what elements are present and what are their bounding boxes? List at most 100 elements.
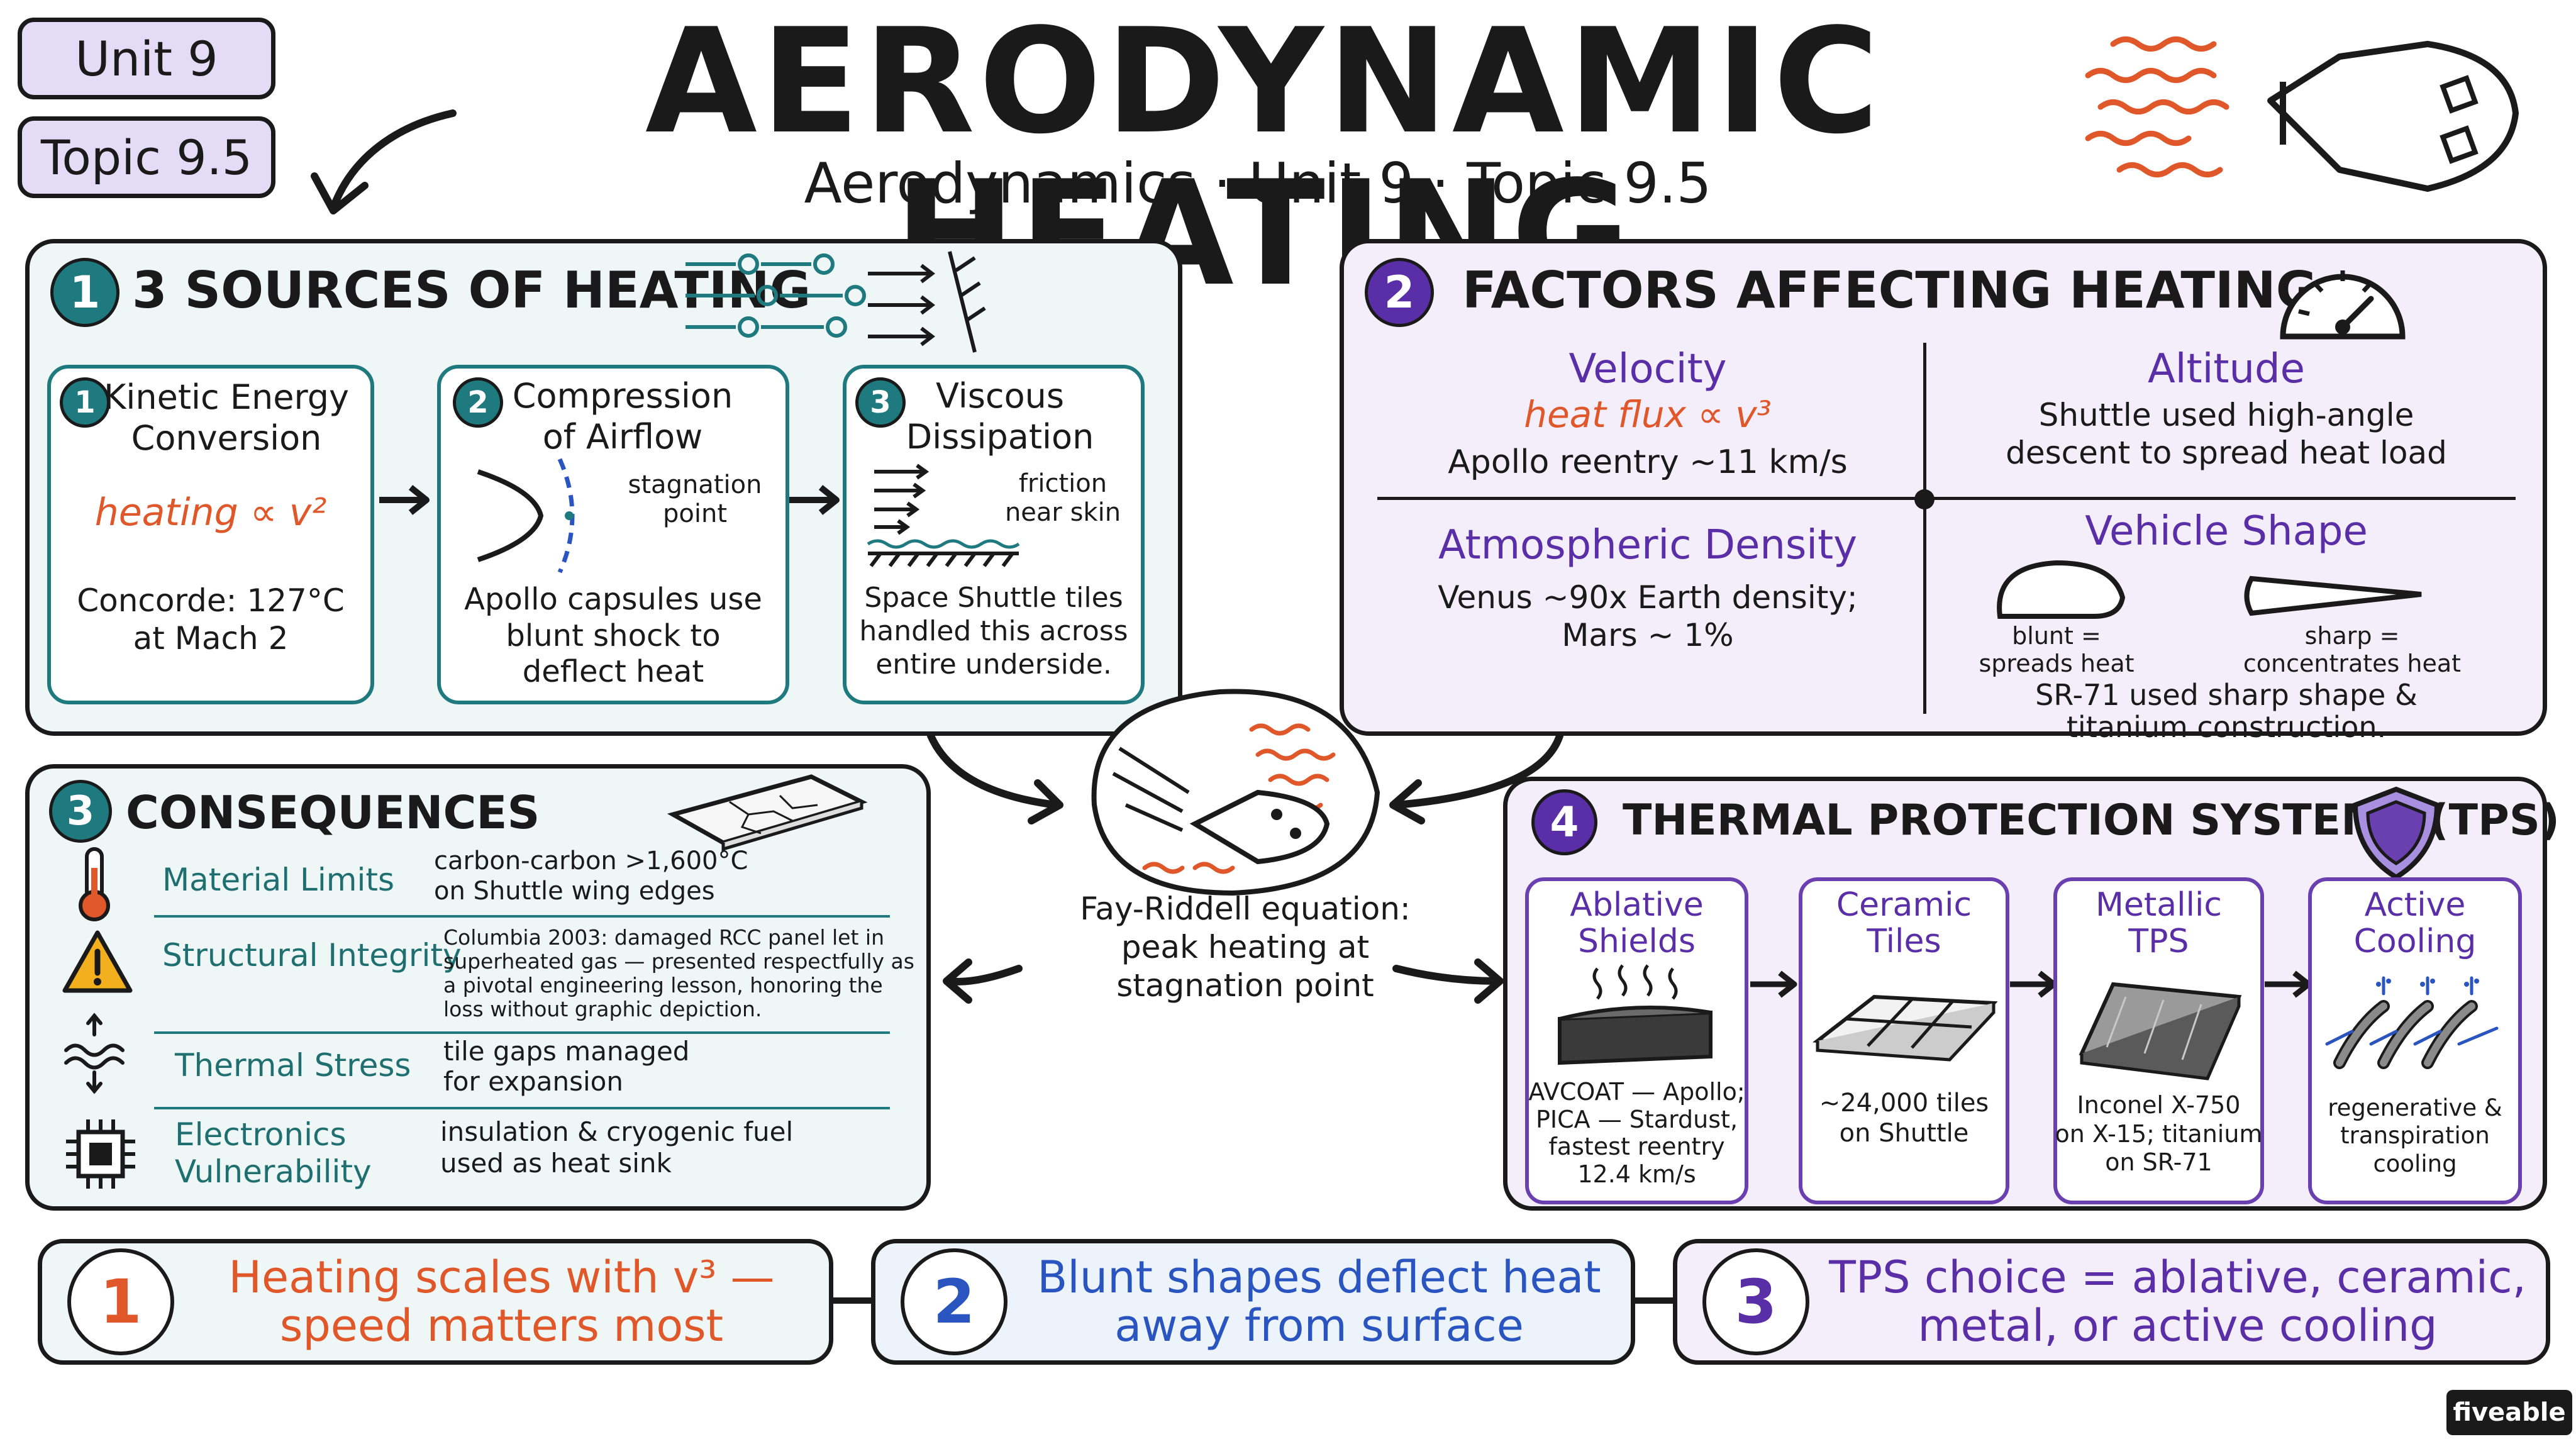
compression-note: Apollo capsules use blunt shock to defle… [447,582,780,691]
stagnation-label-line2: point [662,499,727,528]
electronics-text: insulation & cryogenic fuel used as heat… [440,1116,793,1180]
kinetic-note-line1: Concorde: 127°C [77,582,345,619]
fay-riddell-caption: Fay-Riddell equation: peak heating at st… [1044,890,1446,1005]
ceramic-title-line1: Ceramic [1836,886,1972,924]
thermal-stress-label: Thermal Stress [175,1047,411,1084]
stagnation-label-line1: stagnation [628,470,762,499]
compression-card-number: 2 [453,377,503,428]
thermometer-icon [79,847,110,921]
ceramic-tiles-icon [1812,994,1998,1062]
blunt-body-icon [1997,560,2126,619]
section-3-number: 3 [49,780,112,843]
active-cooling-note: regenerative & transpiration cooling [2308,1094,2522,1178]
warning-icon [62,930,133,993]
altitude-note: Shuttle used high-angle descent to sprea… [1931,396,2522,472]
density-note: Venus ~90x Earth density; Mars ~ 1% [1377,579,1918,654]
compression-note-line2: blunt shock to [506,618,721,653]
material-limits-text: carbon-carbon >1,600°C on Shuttle wing e… [434,846,748,906]
takeaway-3-number: 3 [1702,1248,1809,1355]
topic-badge: Topic 9.5 [18,116,275,198]
material-limits-line2: on Shuttle wing edges [434,877,715,906]
sharp-label-line2: concentrates heat [2243,649,2462,677]
metal-plate-icon [2079,982,2242,1080]
unit-badge-label: Unit 9 [75,30,218,87]
flow-arrow-icon [789,485,840,515]
structural-integrity-label: Structural Integrity [162,937,462,974]
vehicle-shape-note-line2: titanium construction. [2066,709,2387,744]
skin-friction-icon [867,464,1020,567]
sharp-body-icon [2244,575,2422,616]
consequences-divider [154,915,890,918]
takeaway-1-number: 1 [67,1248,174,1355]
active-cooling-card [2308,877,2522,1204]
friction-label: friction near skin [994,469,1132,527]
takeaway-1-line1: Heating scales with v³ — [228,1252,775,1303]
altitude-title: Altitude [2147,346,2306,392]
takeaway-2-number: 2 [901,1248,1008,1355]
gauge-icon [2280,270,2406,340]
consequences-divider [154,1107,890,1109]
cooling-pipes-icon [2325,976,2499,1069]
velocity-title: Velocity [1568,346,1727,392]
viscous-card-number: 3 [855,377,906,428]
ablative-note-line4: 12.4 km/s [1577,1160,1696,1189]
ablative-note-line1: AVCOAT — Apollo; [1528,1078,1745,1106]
title-arrow-icon [311,109,457,214]
capsule-heating-icon [2085,36,2519,192]
center-connectors [927,732,1563,1004]
structural-line1: Columbia 2003: damaged RCC panel let in [443,925,884,950]
compression-note-line3: deflect heat [522,654,704,690]
takeaway-3: 3 TPS choice = ablative, ceramic, metal,… [1673,1239,2550,1365]
electronics-label-line2: Vulnerability [175,1153,372,1190]
material-limits-label: Material Limits [162,862,395,898]
kinetic-card-number: 1 [60,377,110,428]
shield-icon [2352,786,2440,880]
chip-icon [66,1119,135,1189]
ablative-title: Ablative Shields [1525,887,1748,960]
thermal-stress-line1: tile gaps managed [443,1036,690,1067]
brand-logo-text: fiveable [2453,1398,2566,1427]
section-2-number: 2 [1365,258,1434,327]
compression-title-line1: Compression [512,376,733,416]
ablative-note: AVCOAT — Apollo; PICA — Stardust, fastes… [1525,1078,1748,1189]
tps-arrow-icon [1750,970,1797,998]
fay-riddell-line1: Fay-Riddell equation: [1080,891,1411,927]
section-4-number: 4 [1531,789,1597,855]
consequences-panel [25,764,931,1211]
blunt-label: blunt = spreads heat [1962,622,2151,677]
friction-label-line2: near skin [1004,498,1121,527]
blunt-label-line1: blunt = [2012,622,2101,650]
factors-horizontal-divider [1377,497,2516,500]
topic-badge-label: Topic 9.5 [40,129,253,186]
blunt-label-line2: spreads heat [1979,649,2135,677]
takeaway-2-text: Blunt shapes deflect heat away from surf… [1008,1253,1631,1350]
viscous-note-line1: Space Shuttle tiles [864,582,1123,614]
flow-arrow-icon [379,485,430,515]
density-note-line2: Mars ~ 1% [1562,617,1734,653]
ceramic-note-line1: ~24,000 tiles [1819,1089,1989,1118]
viscous-title-line2: Dissipation [906,416,1094,457]
unit-badge: Unit 9 [18,18,275,99]
cracked-panel-icon [667,774,868,852]
density-note-line1: Venus ~90x Earth density; [1438,579,1858,616]
altitude-note-line1: Shuttle used high-angle [2038,397,2414,433]
ablative-title-line2: Shields [1578,923,1696,961]
ceramic-title: Ceramic Tiles [1799,887,2009,960]
viscous-title-line1: Viscous [936,376,1064,416]
density-title: Atmospheric Density [1438,522,1858,569]
viscous-card [843,365,1145,704]
thermal-stress-text: tile gaps managed for expansion [443,1036,689,1097]
structural-line4: loss without graphic depiction. [443,996,762,1021]
brand-logo: fiveable [2446,1390,2572,1435]
thermal-stress-line2: for expansion [443,1066,623,1097]
fay-riddell-line3: stagnation point [1116,967,1374,1004]
compression-card [437,365,789,704]
section-3-title: CONSEQUENCES [126,786,540,839]
compression-note-line1: Apollo capsules use [464,582,762,617]
factors-divider-dot [1914,489,1935,509]
takeaway-connector [830,1297,874,1304]
takeaway-1-line2: speed matters most [279,1300,724,1352]
compression-card-title: Compression of Airflow [497,376,748,458]
vehicle-shape-note-line1: SR-71 used sharp shape & [2035,678,2418,712]
consequences-divider [154,1031,890,1034]
